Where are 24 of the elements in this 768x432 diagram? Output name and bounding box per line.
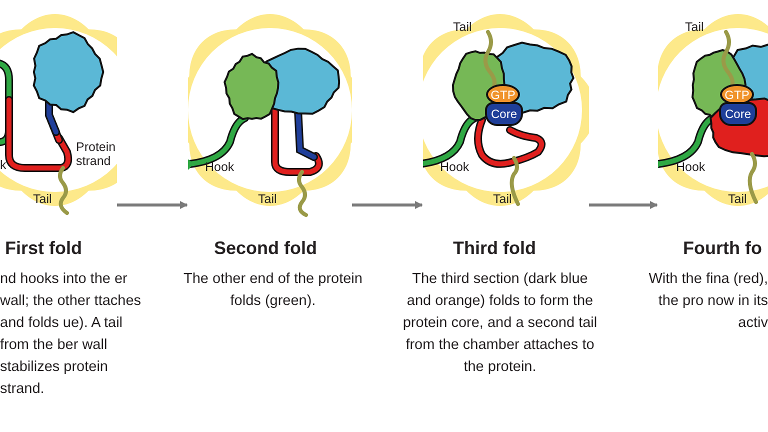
step-description: nd hooks into the er wall; the other ttaches and folds ue). A tail from the ber wall stabilizes protein strand. — [0, 270, 142, 399]
part-label: Hook — [440, 160, 470, 174]
core-shape: Core — [719, 102, 757, 126]
part-label: Tail — [258, 192, 277, 206]
part-label: Protein strand — [76, 140, 117, 168]
step-description: The other end of the protein folds (green). — [182, 270, 364, 311]
step-description: The third section (dark blue and orange) folds to form the protein core, and a second tail from the chamber attaches to the protein. — [402, 270, 598, 377]
arrow — [117, 201, 188, 209]
step-heading: Fourth fo — [683, 238, 762, 259]
core-shape: Core — [485, 102, 523, 126]
step-heading: Second fold — [214, 238, 317, 259]
part-label: Tail — [493, 192, 512, 206]
part-label: Tail — [728, 192, 747, 206]
part-label: k — [0, 158, 6, 172]
arrow — [352, 201, 423, 209]
part-label: Tail — [33, 192, 52, 206]
part-label: Tail — [685, 20, 704, 34]
part-label: Hook — [205, 160, 234, 174]
step-heading: Third fold — [453, 238, 536, 259]
arrow — [589, 201, 658, 209]
step-heading: First fold — [5, 238, 82, 259]
part-label: Hook — [676, 160, 706, 174]
part-label: Tail — [453, 20, 472, 34]
step-description: With the fina (red), the pro now in its activ — [648, 270, 768, 333]
